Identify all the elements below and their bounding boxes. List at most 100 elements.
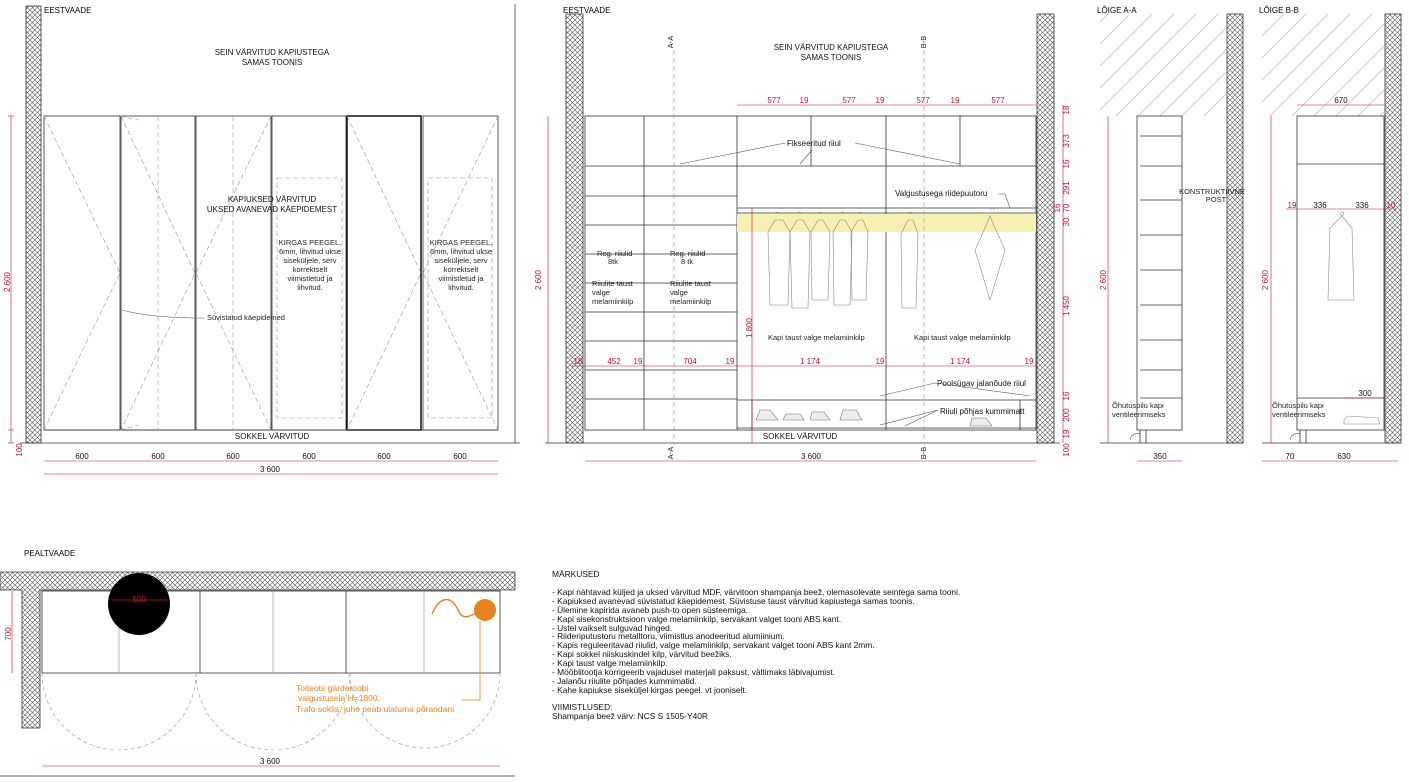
right-wall-2 <box>1036 13 1055 444</box>
wall-note-line2: SAMAS TOONIS <box>242 58 303 67</box>
svg-text:200: 200 <box>1062 408 1071 422</box>
notes-heading: MÄRKUSED <box>552 569 600 579</box>
note-item: - Kapis reguleeritavad riiulid, valge me… <box>552 640 875 651</box>
svg-text:1 450: 1 450 <box>1062 295 1071 316</box>
section-b-depth-bottom: 630 <box>1337 452 1351 461</box>
svg-text:16: 16 <box>1062 391 1071 400</box>
svg-text:336: 336 <box>1355 201 1369 210</box>
section-a-depth: 350 <box>1153 452 1167 461</box>
section-b-view: LÕIGE B-B 2 600 670 19 336 336 10 300 Õh… <box>1259 6 1402 462</box>
note-item: - Ustel vaikselt sulguvad hinged. <box>552 622 673 633</box>
svg-text:19: 19 <box>634 357 643 366</box>
rail-height: 1 800 <box>745 317 754 338</box>
circle-diameter: 500 <box>132 595 146 604</box>
svg-text:19: 19 <box>876 96 885 105</box>
svg-text:melamiinkilp: melamiinkilp <box>592 297 633 306</box>
svg-text:600: 600 <box>302 452 316 461</box>
shelf-back-2: Riiulite taust valge melamiinkilp <box>670 279 712 306</box>
svg-text:30: 30 <box>1062 217 1071 226</box>
vent-note-a-2: ventileerimiseks <box>1112 410 1166 419</box>
adjustable-shelves-1: Reg. riiulid 8tk <box>597 249 632 266</box>
section-a-marker: A-A <box>666 36 675 49</box>
finish-value: Shampanja beež värv: NCS S 1505-Y40R <box>552 710 708 721</box>
svg-text:Reg. riiulid: Reg. riiulid <box>597 249 632 258</box>
wall-note2-line2: SAMAS TOONIS <box>801 53 862 62</box>
finish-heading: VIIMISTLUSED: <box>552 701 613 712</box>
svg-text:Riiulite taust: Riiulite taust <box>592 279 634 288</box>
plan-title: PEALTVAADE <box>24 549 75 558</box>
section-b-height: 2 600 <box>1261 269 1270 290</box>
svg-text:19: 19 <box>1062 429 1071 438</box>
mirror-note-2: KIRGAS PEEGEL, 6mm, lihvitud ukse sisekü… <box>430 238 493 292</box>
svg-text:KIRGAS PEEGEL,: KIRGAS PEEGEL, <box>430 238 493 247</box>
section-b-garment <box>1327 211 1381 425</box>
power-outlet <box>474 599 496 621</box>
front2-mid-dims: 18 452 19 704 19 1 174 19 1 174 19 <box>574 357 1034 366</box>
plinth-note-2: SOKKEL VÄRVITUD <box>763 432 837 441</box>
note-item: - Kapi sisekonstruktsioon valge melamiin… <box>552 613 842 624</box>
left-wall <box>25 5 42 444</box>
svg-text:lihvitud.: lihvitud. <box>297 283 322 292</box>
front2-right-dims: 18 373 16 291 16 70 30 1 450 16 200 19 1… <box>1053 105 1071 457</box>
section-a-marker-bottom: A-A <box>666 447 675 460</box>
post-note-1: KONSTRUKTIIVNE <box>1179 187 1245 196</box>
section-b-shoe-depth: 300 <box>1358 389 1372 398</box>
wall-note-line1: SEIN VÄRVITUD KAPIUSTEGA <box>215 48 330 57</box>
section-a-wall <box>1226 13 1244 444</box>
svg-text:Reg. riiulid: Reg. riiulid <box>670 249 705 258</box>
section-a-ceiling-hatch <box>1100 14 1226 116</box>
shelf-rubber-label: Riiuli põhjas kummimatt <box>940 407 1025 416</box>
carcass <box>584 115 1037 431</box>
svg-text:600: 600 <box>75 452 89 461</box>
back-label-2: Kapi taust valge melamiinkilp <box>914 333 1011 342</box>
front2-dim-lines <box>547 104 1064 443</box>
svg-text:600: 600 <box>226 452 240 461</box>
vent-note-b-2: ventileerimiseks <box>1272 410 1326 419</box>
svg-text:6mm, lihvitud ukse: 6mm, lihvitud ukse <box>279 247 341 256</box>
svg-text:373: 373 <box>1062 134 1071 148</box>
svg-text:18: 18 <box>574 357 583 366</box>
section-a-title: LÕIGE A-A <box>1097 6 1137 15</box>
front1-height: 2 600 <box>3 271 12 292</box>
svg-text:577: 577 <box>916 96 930 105</box>
front2-total-width: 3 600 <box>801 452 822 461</box>
plan-walls <box>0 571 516 729</box>
left-wall-2 <box>565 13 584 444</box>
svg-text:6mm, lihvitud ukse: 6mm, lihvitud ukse <box>430 247 492 256</box>
svg-text:19: 19 <box>1025 357 1034 366</box>
section-a-height: 2 600 <box>1099 269 1108 290</box>
vent-note-a-1: Õhutuspilu kapi <box>1112 401 1164 410</box>
shelf-back-1: Riiulite taust valge melamiinkilp <box>592 279 634 306</box>
post-note-2: POST <box>1206 195 1227 204</box>
shoe-shelf-label: Poolsügav jalanõude riiul <box>937 379 1026 388</box>
plan-depth: 700 <box>4 627 13 641</box>
section-b-title: LÕIGE B-B <box>1259 6 1299 15</box>
svg-text:Riiulite taust: Riiulite taust <box>670 279 712 288</box>
wall-note2-line1: SEIN VÄRVITUD KAPIUSTEGA <box>774 43 889 52</box>
front2-top-dims: 577 19 577 19 577 19 577 <box>767 96 1005 105</box>
svg-text:melamiinkilp: melamiinkilp <box>670 297 711 306</box>
svg-text:452: 452 <box>607 357 621 366</box>
note-item: - Ülemine kapirida avaneb push-to open s… <box>552 604 748 615</box>
front1-plinth-height: 100 <box>15 443 24 457</box>
svg-text:Trafo soklis, juhe peab ulatum: Trafo soklis, juhe peab ulatuma põrandan… <box>296 704 454 714</box>
plan-door-swings <box>41 672 501 751</box>
note-item: - Mööblitootja korrigeerib vajadusel mat… <box>552 667 836 678</box>
svg-text:siseküljele, serv: siseküljele, serv <box>435 256 488 265</box>
section-b-wall <box>1384 13 1402 444</box>
note-item: - Kapiuksed avanevad süvistatud käepidem… <box>552 595 915 606</box>
notes-panel: MÄRKUSED - Kapi nähtavad küljed ja uksed… <box>552 570 1012 721</box>
svg-text:19: 19 <box>800 96 809 105</box>
hanging-clothes <box>767 207 1006 309</box>
back-label-1: Kapi taust valge melamiinkilp <box>768 333 865 342</box>
front1-dimensions <box>8 115 498 475</box>
svg-text:19: 19 <box>951 96 960 105</box>
svg-text:korrektselt: korrektselt <box>293 265 329 274</box>
svg-text:16: 16 <box>1053 203 1062 212</box>
svg-text:19: 19 <box>876 357 885 366</box>
plan-width: 3 600 <box>260 757 281 766</box>
note-item: - Kapi taust valge melamiinkilp. <box>552 658 668 669</box>
svg-text:336: 336 <box>1313 201 1327 210</box>
handle-note: Süvistatud käepidemed <box>207 313 285 322</box>
